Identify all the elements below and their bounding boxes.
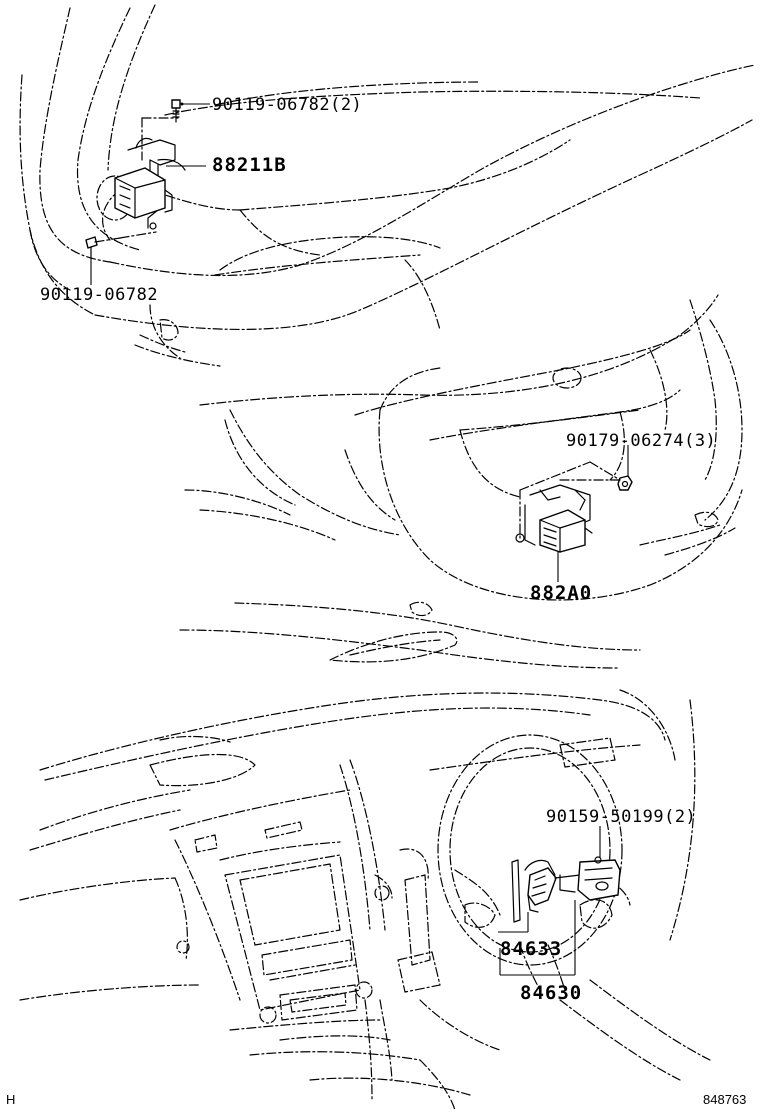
rear-radar-sensor-group (515, 461, 633, 553)
vehicle-front-outline (19, 4, 756, 367)
steering-wheel (437, 734, 631, 991)
footer-diagram-id: 848763 (703, 1092, 747, 1107)
callout-nut-rear: 90179-06274(3) (566, 431, 717, 451)
callout-bolt-left: 90119-06782 (40, 285, 159, 305)
callout-screw-steering: 90159-50199(2) (546, 807, 697, 827)
callout-sensor-rear: 882A0 (530, 582, 593, 604)
interior-dashboard-outline (19, 689, 711, 1111)
callout-leaders (90, 102, 629, 976)
callout-sensor-front: 88211B (212, 154, 287, 176)
footer-code-left: H (6, 1092, 16, 1107)
front-radar-sensor-group (85, 99, 186, 259)
callout-switch-assy: 84630 (520, 982, 583, 1004)
vehicle-rear-outline (179, 294, 743, 669)
callout-switch-sub: 84633 (500, 938, 563, 960)
callout-bolt-top: 90119-06782(2) (212, 95, 363, 115)
cruise-switch-group (511, 856, 621, 923)
